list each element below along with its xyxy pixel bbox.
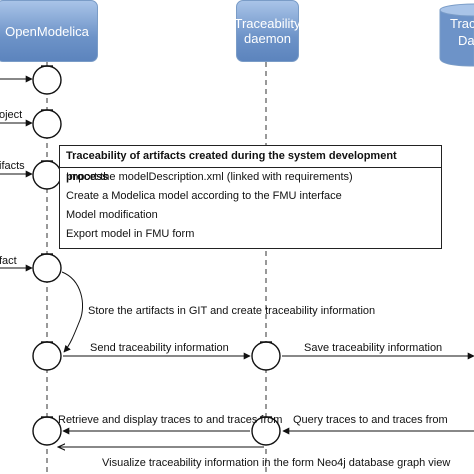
activation-circle <box>32 65 62 95</box>
circle-ticks <box>41 65 272 418</box>
activation-circle <box>32 416 62 446</box>
activation-circle <box>32 253 62 283</box>
database-cylinder <box>439 3 474 67</box>
openmodelica-activations <box>32 65 62 446</box>
openmodelica-title: OpenModelica <box>5 23 89 39</box>
frame-step-3: Model modification <box>66 209 158 221</box>
daemon-title-line-1: Traceability <box>234 16 301 31</box>
incoming-label-project: oject <box>0 109 23 121</box>
visualize-message-label: Visualize traceability information in th… <box>102 457 451 469</box>
traceability-frame: Traceability of artifacts created during… <box>59 145 442 249</box>
activation-circle <box>32 341 62 371</box>
traceability-daemon-lane-header: Traceability daemon <box>234 0 301 62</box>
daemon-title-line-2: daemon <box>244 31 291 46</box>
retrieve-message-label: Retrieve and display traces to and trace… <box>58 414 283 426</box>
frame-step-4: Export model in FMU form <box>66 228 195 240</box>
database-label-line-2: Da <box>458 33 474 48</box>
store-self-loop <box>61 271 84 353</box>
frame-step-2: Create a Modelica model according to the… <box>66 190 342 202</box>
query-message-label: Query traces to and traces from <box>293 414 448 426</box>
daemon-activations <box>251 341 281 446</box>
activation-circle <box>251 341 281 371</box>
activation-circle <box>32 160 62 190</box>
database-label-line-1: Trace <box>450 16 474 31</box>
save-message-label: Save traceability information <box>304 342 443 354</box>
store-message-label: Store the artifacts in GIT and create tr… <box>88 305 376 317</box>
activation-circle <box>32 109 62 139</box>
incoming-label-artifact: fact <box>0 255 17 267</box>
frame-step-1: Import the modelDescription.xml (linked … <box>66 171 353 183</box>
incoming-label-artifacts: ifacts <box>0 160 25 172</box>
frame-title: Traceability of artifacts created during… <box>60 146 441 183</box>
openmodelica-lane-header: OpenModelica <box>0 0 98 62</box>
send-message-label: Send traceability information <box>90 342 229 354</box>
